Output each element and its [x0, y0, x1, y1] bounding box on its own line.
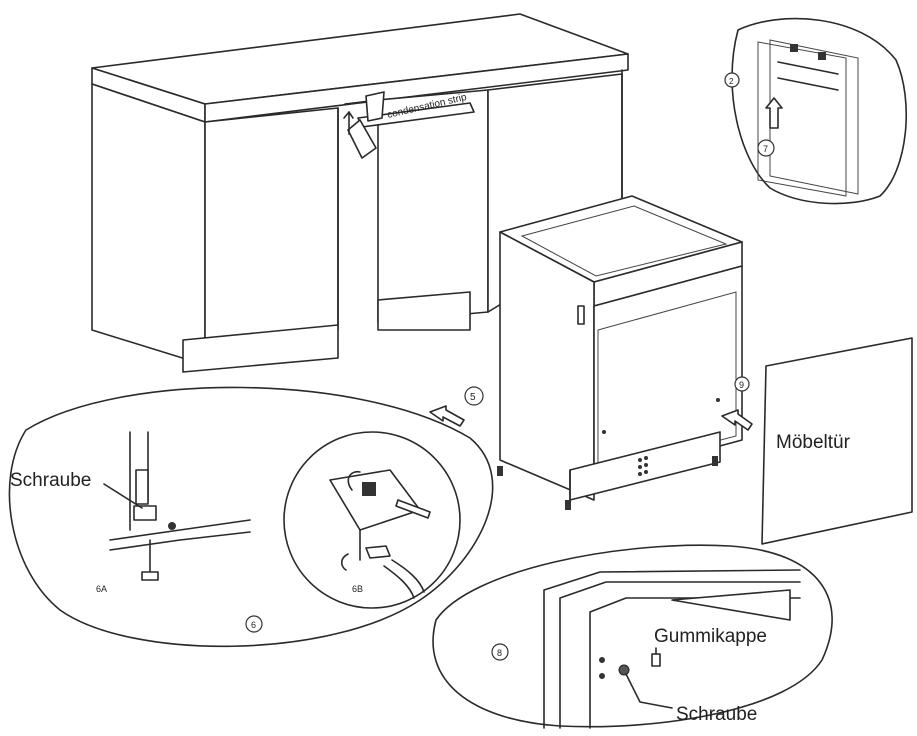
step-2-number: 2 — [729, 77, 734, 86]
step-9-marker: 9 — [721, 376, 753, 431]
gummikappe-label: Gummikappe — [654, 626, 767, 647]
step-8-number: 8 — [497, 648, 502, 658]
furniture-door-panel: Möbeltür — [761, 337, 913, 545]
detail-6b-label: 6B — [352, 584, 363, 594]
detail-6a: 6A — [96, 431, 251, 594]
step-6-number: 6 — [251, 620, 256, 630]
step-5-marker: 5 — [429, 386, 484, 427]
kitchen-cabinet: condensation strip — [91, 13, 629, 373]
moebeltuer-label: Möbeltür — [776, 432, 851, 453]
schraube-bottom-label: Schraube — [676, 704, 757, 725]
schraube-left-label: Schraube — [10, 470, 91, 491]
step-7-number: 7 — [763, 144, 768, 154]
step-5-number: 5 — [470, 392, 476, 403]
detail-6b: 6B — [283, 431, 461, 609]
detail-bubble-leveling: 6A 6B 6 Schraube — [8, 386, 494, 648]
detail-bubble-door-screw: 8 Gummikappe Schraube — [432, 544, 833, 729]
detail-bubble-top-right: 2 7 — [724, 17, 908, 205]
dishwasher-unit — [497, 195, 743, 510]
detail-6a-label: 6A — [96, 584, 107, 594]
plinth-vents — [638, 456, 648, 476]
step-9-number: 9 — [739, 380, 744, 390]
